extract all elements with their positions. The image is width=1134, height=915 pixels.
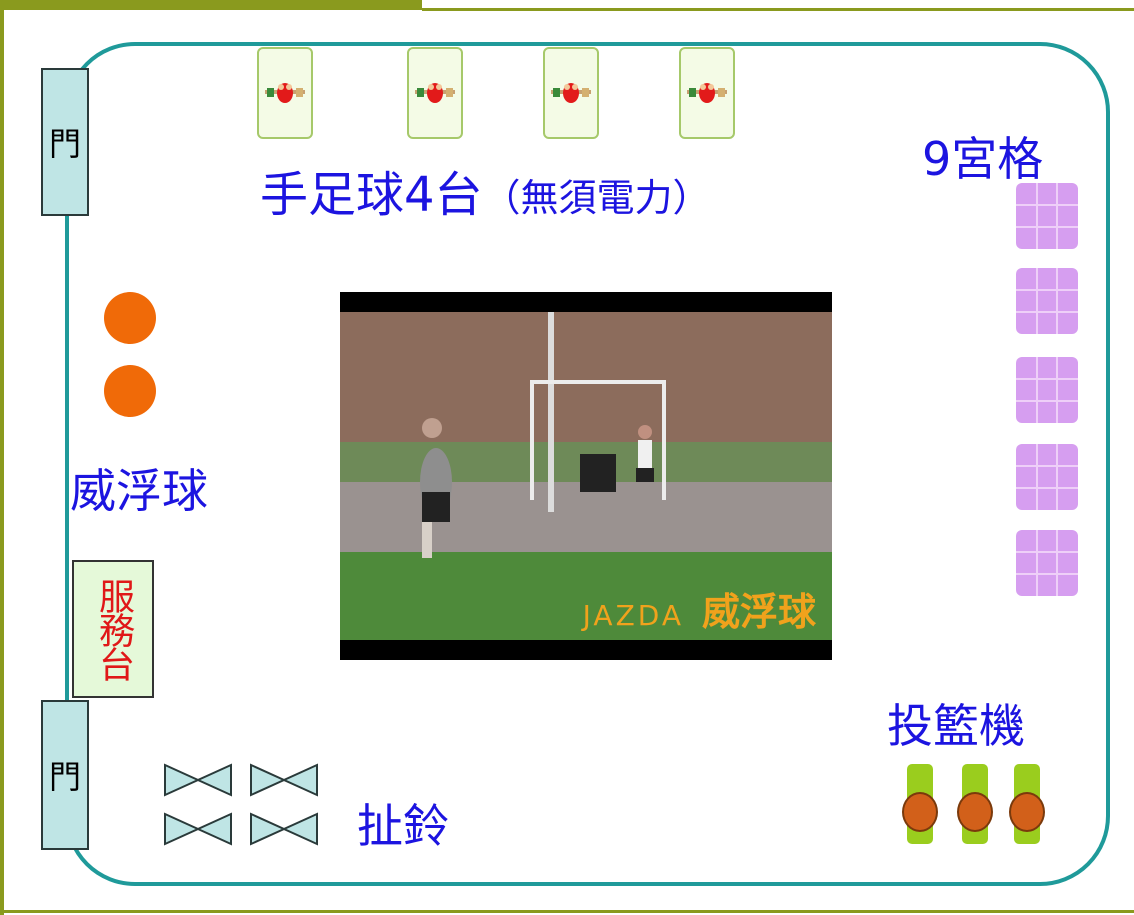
wiffle-ball-icon bbox=[104, 365, 156, 417]
frame-top-line bbox=[422, 8, 1134, 11]
door-top-label: 門 bbox=[48, 125, 81, 163]
photo-scene bbox=[340, 312, 832, 640]
wiffle-ball-photo: JAZDA 威浮球 bbox=[340, 292, 832, 660]
foosball-table-icon bbox=[543, 47, 599, 139]
wiffle-label: 威浮球 bbox=[70, 464, 208, 518]
foosball-table-icon bbox=[679, 47, 735, 139]
service-desk-label: 服務台 bbox=[93, 578, 134, 680]
foosball-table-icon bbox=[257, 47, 313, 139]
door-bottom-label: 門 bbox=[48, 758, 81, 796]
wiffle-ball-icon bbox=[104, 292, 156, 344]
basketball-icon bbox=[1009, 792, 1045, 832]
nine-grid-label: 9宮格 bbox=[922, 132, 1044, 186]
service-desk: 服務台 bbox=[72, 560, 154, 698]
basketball-icon bbox=[957, 792, 993, 832]
foosball-note: （無須電力） bbox=[482, 176, 711, 220]
frame-bottom-line bbox=[0, 910, 1134, 913]
door-bottom: 門 bbox=[41, 700, 89, 850]
nine-grid-icon bbox=[1016, 268, 1078, 334]
nine-grid-icon bbox=[1016, 357, 1078, 423]
nine-grid-icon bbox=[1016, 530, 1078, 596]
nine-grid-icon bbox=[1016, 444, 1078, 510]
diabolo-icon bbox=[250, 812, 318, 846]
photo-title: 威浮球 bbox=[701, 590, 816, 634]
foosball-label: 手足球4台（無須電力） bbox=[260, 155, 711, 225]
photo-brand: JAZDA bbox=[582, 599, 684, 632]
diabolo-icon bbox=[164, 812, 232, 846]
nine-grid-icon bbox=[1016, 183, 1078, 249]
hoop-machine-label: 投籃機 bbox=[887, 699, 1025, 753]
diabolo-icon bbox=[164, 763, 232, 797]
frame-top-band bbox=[0, 0, 422, 10]
foosball-table-icon bbox=[407, 47, 463, 139]
frame-left-line bbox=[0, 0, 4, 915]
basketball-icon bbox=[902, 792, 938, 832]
diabolo-icon bbox=[250, 763, 318, 797]
diabolo-label: 扯鈴 bbox=[357, 799, 449, 853]
photo-caption: JAZDA 威浮球 bbox=[583, 581, 816, 636]
door-top: 門 bbox=[41, 68, 89, 216]
foosball-label-text: 手足球4台 bbox=[260, 167, 483, 223]
